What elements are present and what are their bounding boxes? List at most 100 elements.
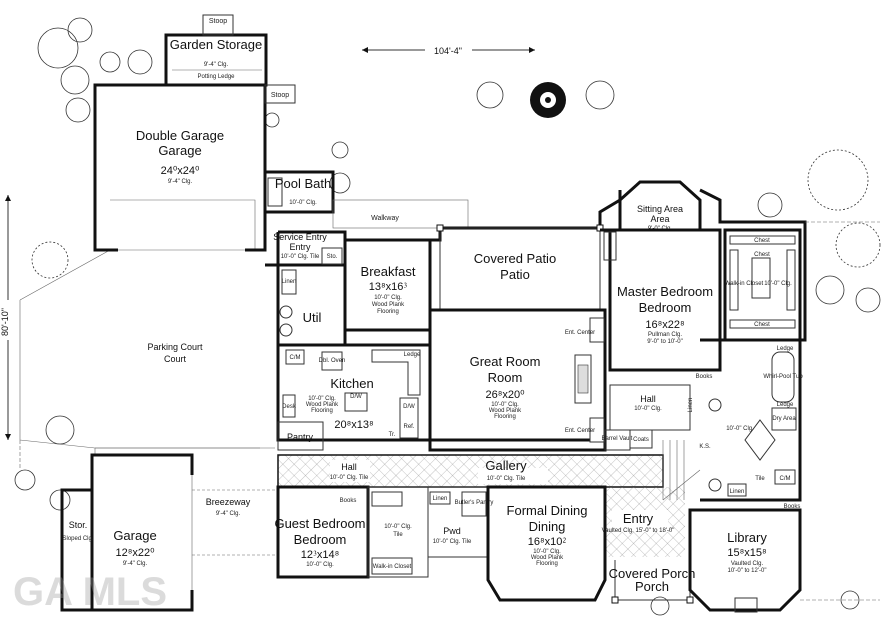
ledge-bath: Ledge [777,346,794,352]
breakfast-ceiling: 10'-0" Clg. [374,295,402,301]
pool-bath-ceiling: 10'-0" Clg. [289,200,317,206]
breakfast: Breakfast 13⁸x16⁳ 10'-0" Clg. Wood Plank… [343,240,432,332]
master-hall-ceiling: 10'-0" Clg. [634,406,662,412]
dw-kitchen: D/W [350,394,362,400]
garden-storage-ceiling: 9'-4" Clg. [204,62,229,68]
formal-dining-dims: 16⁸x10⁲ [528,536,567,548]
garage-dims: 12⁸x22⁰ [115,547,155,559]
potting-ledge: Potting Ledge [197,74,235,80]
master-closet: Chest Chest Chest Walk-in Closet 10'-0" … [723,228,802,342]
walk-in-closet-guest: Walk-in Closet [373,564,412,570]
covered-patio-name: Covered Patio [474,251,556,266]
util-name: Util [303,310,322,325]
sitting-area: Sitting Area 9'-0" Clg. [618,180,702,232]
garage-name: Garage [113,528,156,543]
entry: Entry Vaulted Clg. 15'-0" to 18'-0" [602,510,675,534]
svg-text:Bedroom: Bedroom [639,300,692,315]
pool-bath: Pool Bath 10'-0" Clg. [263,170,335,214]
covered-porch-name: Covered Porch [609,566,696,581]
great-room: Ent. Center Ent. Center Great Room 26⁸x2… [428,308,607,452]
books-library: Books [784,504,801,510]
garden-storage: Stoop Garden Storage 9'-4" Clg. Potting … [164,14,268,87]
chest-1: Chest [754,238,770,244]
pantry: Pantry [277,421,324,451]
great-room-name: Great Room [470,354,541,369]
breezeway-name: Breezeway [206,497,251,507]
depth-dimension: 80'-10" [0,195,11,440]
svg-text:Tile: Tile [393,532,403,538]
linen-master: Linen [688,398,694,413]
ledge-bath2: Ledge [777,402,794,408]
butlers-pantry: Butler's Pantry [455,500,494,506]
master-bath-ceiling: 10'-0" Clg. [726,426,754,432]
tile-bath: Tile [755,476,765,482]
ent-center-2: Ent. Center [565,428,595,434]
garage: Stor. Sloped Clg. Garage 12⁸x22⁰ 9'-4" C… [60,453,194,612]
guest-bedroom-ceiling: 10'-0" Clg. [306,562,334,568]
closet-ceiling: 10'-0" Clg. [764,281,792,287]
great-room-floor2: Flooring [494,414,516,420]
master-bedroom-name: Master Bedroom [617,284,713,299]
double-garage-dims: 24⁰x24⁰ [161,165,200,177]
breakfast-dims: 13⁸x16⁳ [369,281,408,293]
parking-court-outline [19,249,260,449]
barrel-vault-label: Barrel Vault [602,436,633,442]
width-dimension: 104'-4" [362,46,535,56]
breakfast-floor2: Flooring [377,309,399,315]
ent-center-1: Ent. Center [565,330,595,336]
svg-text:Bedroom: Bedroom [294,532,347,547]
walkway: Walkway [332,199,469,229]
master-bedroom-dims: 16⁸x22⁸ [645,319,684,331]
dbl-oven: Dbl. Oven [319,358,346,364]
svg-text:Garage: Garage [158,143,201,158]
desk-label: Desk [282,404,297,410]
library: Books Library 15⁸x15⁸ Vaulted Clg. 10'-0… [688,504,802,613]
svg-text:Court: Court [164,354,187,364]
master-bedroom-ceiling: Pullman Clg. [648,332,682,338]
entry-name: Entry [623,511,654,526]
great-room-ceiling: 10'-0" Clg. [491,402,519,408]
utility: Linen Sto. Util [276,247,347,347]
library-ceiling2: 10'-0" to 12'-0" [728,568,767,574]
ref-label: Ref. [403,424,414,430]
dw-kitchen2: D/W [403,404,415,410]
stoop-top-label: Stoop [209,18,227,25]
guest-bath: 10'-0" Clg. Tile Walk-in Closet [367,486,429,578]
library-ceiling: Vaulted Clg. [731,561,764,567]
mls-watermark: GA MLS [13,570,167,614]
kitchen-ceiling: 10'-0" Clg. [308,396,336,402]
overall-width: 104'-4" [434,46,462,56]
svg-text:Porch: Porch [635,579,669,594]
pwd-ceiling: 10'-0" Clg. Tile [433,539,472,545]
cm-kitchen: C/M [290,355,301,361]
powder-room: Linen Butler's Pantry Pwd 10'-0" Clg. Ti… [427,486,494,558]
great-room-floor: Wood Plank [489,408,522,414]
double-garage-name: Double Garage [136,128,224,143]
linen-util: Linen [282,279,297,285]
master-bedroom-ceiling2: 9'-0" to 10'-0" [647,339,683,345]
stair [662,440,701,501]
breezeway-ceiling: 9'-4" Clg. [216,511,241,517]
kitchen-floor: Wood Plank [306,402,339,408]
formal-dining-name: Formal Dining [507,503,588,518]
garden-storage-name: Garden Storage [170,37,263,52]
master-bath: Whirl-Pool Tub Dry Area Ledge Ledge 10'-… [699,338,803,502]
walkway-label: Walkway [371,215,399,222]
master-bedroom: Master Bedroom 16⁸x22⁸ Pullman Clg. 9'-0… [600,228,722,372]
linen-pwd: Linen [433,496,448,502]
chest-3: Chest [754,322,770,328]
master-hall-name: Hall [640,394,656,404]
entry-ceiling: Vaulted Clg. 15'-0" to 18'-0" [602,528,675,534]
svg-text:10'-0" Clg.: 10'-0" Clg. [384,524,412,530]
stoop-side-label: Stoop [271,92,289,99]
kitchen-name: Kitchen [330,376,373,391]
cm-bath: C/M [780,476,791,482]
sitting-area-name: Sitting Area [637,204,683,214]
dry-area: Dry Area [772,416,796,422]
ledge-kitchen: Ledge [404,352,421,358]
sto-label: Sto. [327,254,338,260]
coats-label: Coats [633,437,649,443]
garage-ceiling: 9'-4" Clg. [123,561,148,567]
svg-text:Entry: Entry [289,242,311,252]
